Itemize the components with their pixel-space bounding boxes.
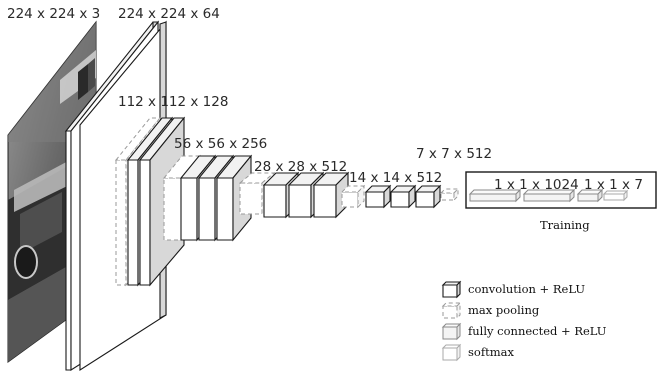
block1-dimension-label: 224 x 224 x 64	[118, 6, 220, 22]
legend-label-softmax: softmax	[468, 345, 514, 359]
pool-block-icon	[443, 303, 460, 318]
fc-block-icon	[443, 324, 460, 339]
pool-layer-4	[342, 186, 364, 207]
fc-dimension-label: 1 x 1 x 1024	[494, 177, 579, 193]
softmax-block-icon	[443, 345, 460, 360]
input-dimension-label: 224 x 224 x 3	[7, 6, 100, 22]
pool5-dimension-label: 7 x 7 x 512	[416, 146, 492, 162]
block3-dimension-label: 56 x 56 x 256	[174, 136, 267, 152]
conv-layer-5c	[416, 186, 440, 207]
pool-layer-5	[441, 189, 458, 200]
legend-label-pool: max pooling	[468, 303, 540, 317]
training-label: Training	[540, 218, 590, 232]
legend-label-conv: convolution + ReLU	[468, 282, 585, 296]
block5-dimension-label: 14 x 14 x 512	[349, 170, 442, 186]
block4-dimension-label: 28 x 28 x 512	[254, 159, 347, 175]
legend-item-softmax: softmax	[443, 345, 514, 360]
conv-block-4	[240, 173, 348, 217]
block2-dimension-label: 112 x 112 x 128	[118, 94, 228, 110]
softmax-dimension-label: 1 x 1 x 7	[584, 177, 643, 193]
conv-layer-5b	[391, 186, 415, 207]
conv-layer-5a	[366, 186, 390, 207]
conv-block-icon	[443, 282, 460, 297]
conv-block-3	[164, 156, 251, 240]
legend-item-conv: convolution + ReLU	[443, 282, 585, 297]
conv-block-5	[342, 186, 440, 207]
legend-item-fc: fully connected + ReLU	[443, 324, 607, 339]
legend: convolution + ReLU max pooling fully con…	[443, 282, 607, 360]
legend-item-pool: max pooling	[443, 303, 540, 318]
legend-label-fc: fully connected + ReLU	[468, 324, 607, 338]
